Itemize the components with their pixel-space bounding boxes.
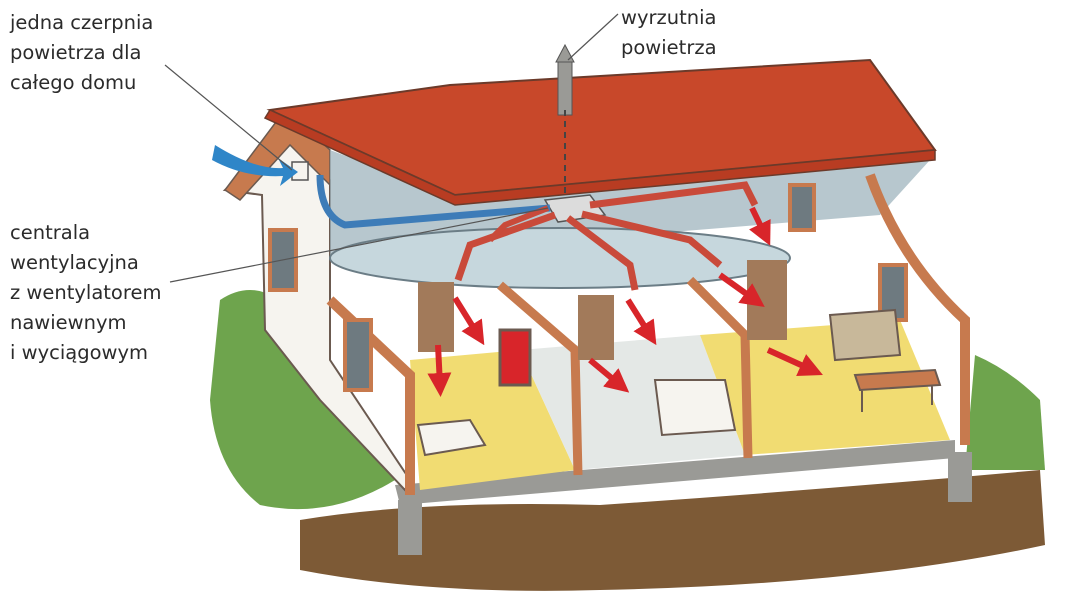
foundation [395, 440, 955, 505]
label-air-intake: jedna czerpnia powietrza dla całego domu [10, 8, 153, 98]
leader-line-unit [169, 207, 549, 283]
label-line: jedna czerpnia [10, 11, 154, 34]
wall-beam-2 [497, 281, 583, 476]
cabinet [828, 308, 902, 362]
door-middle [578, 295, 614, 360]
label-line: nawiewnym [10, 311, 127, 334]
airflow-arrow [718, 272, 765, 307]
duct-2 [565, 215, 639, 291]
foundation-post-left [398, 500, 422, 555]
label-line: i wyciągowym [10, 341, 148, 364]
label-air-exhaust: wyrzutnia powietrza [621, 3, 717, 63]
window-attic-right [788, 183, 816, 232]
duct-3 [581, 210, 723, 268]
wall-beam-4 [865, 173, 970, 445]
bed [416, 418, 487, 457]
airflow-arrow [452, 296, 485, 346]
airflow-arrow [588, 357, 630, 393]
label-line: wentylacyjna [10, 251, 139, 274]
wall-beam-3 [686, 276, 753, 459]
ceiling-disc [329, 227, 791, 289]
duct-5 [487, 205, 550, 243]
door-left [418, 282, 454, 352]
label-ventilation-unit: centrala wentylacyjna z wentylatorem naw… [10, 218, 161, 368]
window-left-room [343, 318, 373, 392]
duct-4 [589, 181, 759, 209]
label-line: całego domu [10, 71, 137, 94]
label-line: powietrza dla [10, 41, 142, 64]
bathtub [653, 379, 737, 437]
leader-line-exhaust [567, 13, 619, 61]
airflow-arrow [427, 344, 452, 397]
airflow-arrow [748, 206, 771, 246]
intake-duct [316, 174, 551, 229]
foundation-post-right [948, 452, 972, 502]
label-line: z wentylatorem [10, 281, 162, 304]
picture-frame [498, 328, 532, 387]
table [853, 368, 942, 412]
fresh-air-arrow [212, 145, 298, 186]
duct-1 [454, 211, 557, 282]
exhaust-cap [555, 43, 575, 63]
label-line: wyrzutnia [621, 6, 717, 29]
airflow-arrow [625, 298, 657, 346]
grass-left [210, 290, 395, 510]
ground-soil [300, 470, 1045, 591]
label-line: powietrza [621, 36, 717, 59]
roof-edge [263, 109, 936, 206]
leader-line-intake [164, 64, 293, 171]
grass-right [965, 355, 1045, 470]
airflow-arrow [766, 347, 823, 376]
exhaust-chimney [557, 59, 573, 116]
label-line: centrala [10, 221, 91, 244]
